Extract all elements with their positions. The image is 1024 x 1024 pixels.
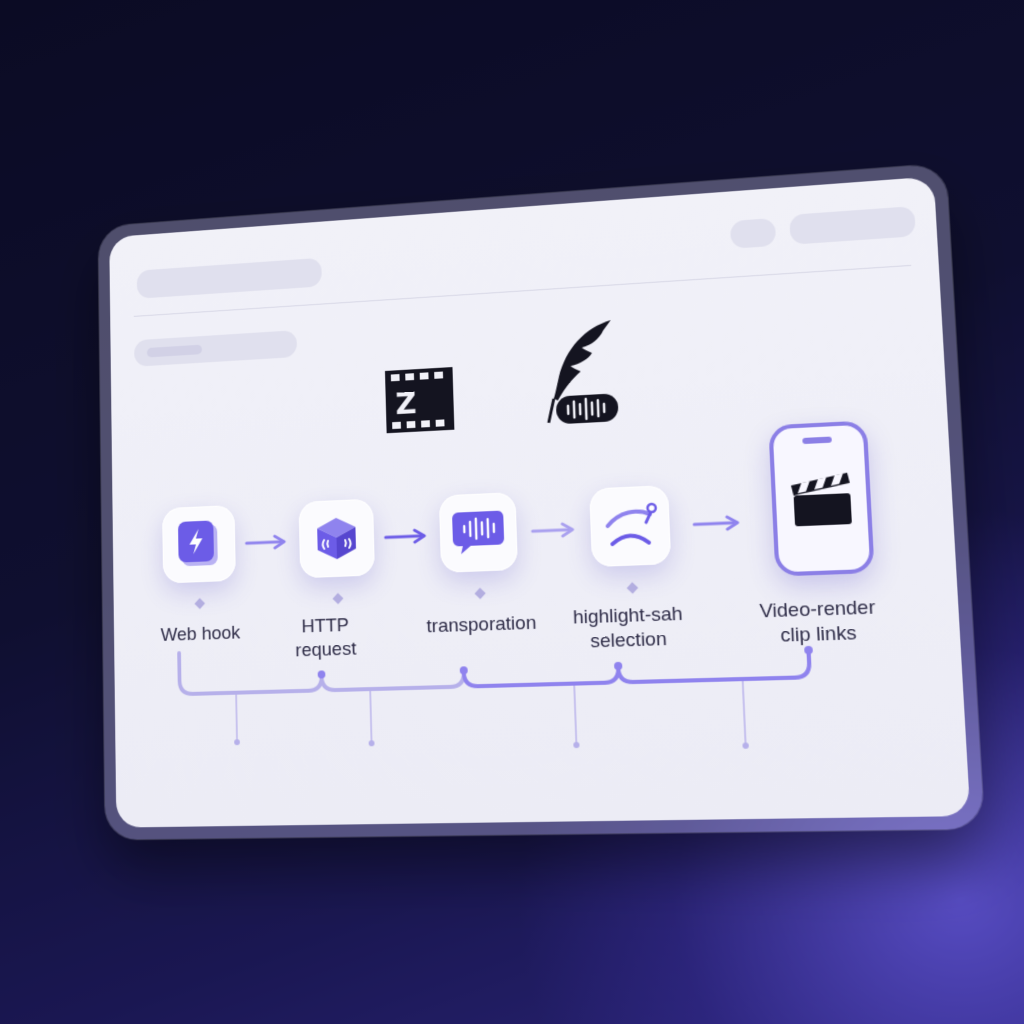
clapperboard-icon (790, 472, 852, 527)
film-z-icon: Z (384, 367, 455, 438)
app-panel: Z (109, 176, 971, 828)
video-render-phone[interactable] (768, 420, 875, 577)
http-request-node[interactable] (298, 498, 375, 579)
lightning-icon (177, 520, 218, 567)
svg-text:Z: Z (395, 387, 417, 422)
quill-audio-icon (535, 315, 629, 434)
speech-waveform-icon (452, 510, 505, 555)
workflow-connector (109, 176, 970, 749)
app-window: Z (98, 163, 985, 840)
cube-signal-icon (316, 517, 357, 560)
transcription-node[interactable] (438, 492, 519, 573)
webhook-node[interactable] (162, 504, 236, 584)
